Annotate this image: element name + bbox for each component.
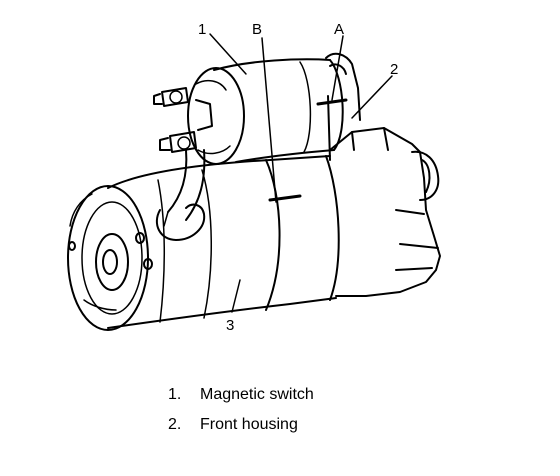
legend-item: 1. Magnetic switch (168, 380, 314, 410)
legend-item-number: 1. (168, 386, 182, 403)
callout-2-label: 2 (390, 61, 398, 78)
legend-item-number: 2. (168, 416, 182, 433)
callout-b-label: B (252, 21, 262, 38)
leader-lines (209, 33, 393, 313)
front-housing (325, 52, 441, 297)
magnetic-switch (153, 58, 344, 165)
rear-end-cap (67, 185, 153, 331)
legend-item-text: Magnetic switch (200, 386, 314, 403)
legend-item: 2. Front housing (168, 410, 314, 440)
alignment-marks (268, 95, 348, 202)
lead-wire (155, 149, 206, 241)
callout-3-label: 3 (226, 317, 234, 334)
callout-a-label: A (334, 21, 344, 38)
legend-item-text: Front housing (200, 416, 298, 433)
callout-1-label: 1 (198, 21, 206, 38)
motor-yoke (107, 155, 340, 329)
parts-legend: 1. Magnetic switch 2. Front housing (168, 380, 314, 440)
